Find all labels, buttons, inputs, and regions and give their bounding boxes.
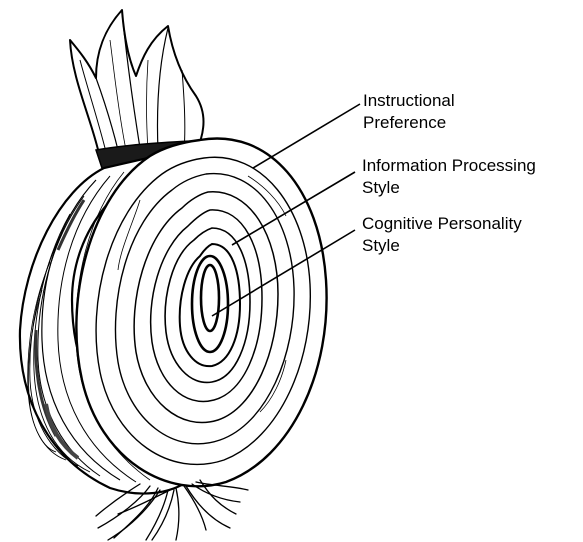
leader-line-instructional: [253, 104, 360, 168]
label-information-line1: Information Processing: [362, 155, 536, 177]
label-cognitive-line1: Cognitive Personality: [362, 213, 522, 235]
label-cognitive-line2: Style: [362, 235, 522, 257]
label-cognitive-personality-style: Cognitive Personality Style: [362, 213, 522, 257]
onion-top-leaves: [70, 10, 204, 161]
label-instructional-line1: Instructional: [363, 90, 455, 112]
label-information-processing-style: Information Processing Style: [362, 155, 536, 199]
label-information-line2: Style: [362, 177, 536, 199]
label-instructional-line2: Preference: [363, 112, 455, 134]
label-instructional-preference: Instructional Preference: [363, 90, 455, 134]
